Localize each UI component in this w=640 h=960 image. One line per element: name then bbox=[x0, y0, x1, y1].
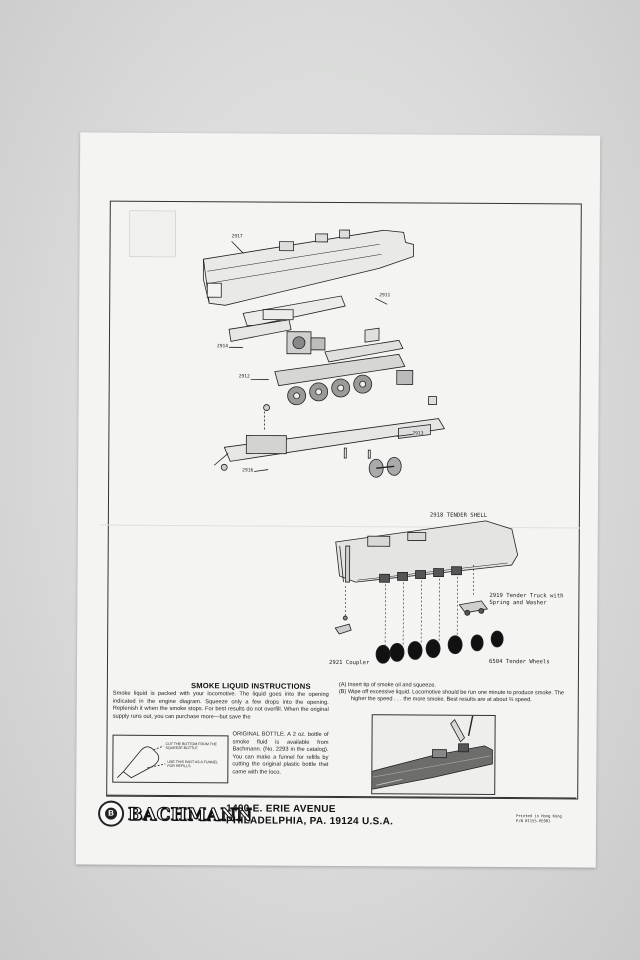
smoke-instructions-title: SMOKE LIQUID INSTRUCTIONS bbox=[190, 681, 311, 691]
callout-use-text: USE THIS PART AS A FUNNEL FOR REFILLS bbox=[167, 759, 218, 769]
locomotive-fill-illustration bbox=[371, 715, 493, 790]
exploded-parts-diagram: 2917 2911 2914 2912 2913 2916 2918 TENDE… bbox=[129, 210, 564, 666]
bachmann-logo: B bbox=[98, 800, 125, 827]
part-number: P/N 81155-PE001 bbox=[516, 818, 551, 824]
squeeze-bottle-illustration bbox=[117, 745, 166, 779]
address-line-1: 1400 E. ERIE AVENUE bbox=[226, 803, 336, 815]
label-coupler: 2921 Coupler bbox=[329, 660, 370, 666]
smoke-fill-photo bbox=[371, 714, 496, 795]
address-line-2: PHILADELPHIA, PA. 19124 U.S.A. bbox=[226, 815, 394, 828]
svg-text:2913: 2913 bbox=[412, 430, 423, 436]
callout-cut-text: CUT THE BOTTOM FROM THE SQUEEZE BOTTLE bbox=[165, 741, 217, 751]
smoke-instructions-body: Smoke liquid is packed with your locomot… bbox=[112, 690, 329, 720]
label-tender-shell: 2918 TENDER SHELL bbox=[430, 513, 488, 519]
label-tender-truck-1: 2919 Tender Truck with bbox=[489, 593, 563, 599]
svg-text:2911: 2911 bbox=[379, 292, 390, 298]
step-b: (B) Wipe off excessive liquid. Locomotiv… bbox=[338, 689, 565, 704]
svg-text:2912: 2912 bbox=[239, 373, 250, 379]
svg-text:2916: 2916 bbox=[242, 467, 253, 473]
instruction-sheet: 2917 2911 2914 2912 2913 2916 2918 TENDE… bbox=[75, 132, 601, 868]
company-address: 1400 E. ERIE AVENUE PHILADELPHIA, PA. 19… bbox=[226, 803, 393, 828]
funnel-illustration-box: CUT THE BOTTOM FROM THE SQUEEZE BOTTLE U… bbox=[112, 734, 229, 784]
label-tender-wheels: 6504 Tender Wheels bbox=[489, 659, 550, 665]
logo-emblem: B bbox=[105, 807, 118, 820]
print-info: Printed in Hong Kong P/N 81155-PE001 bbox=[516, 813, 576, 823]
smoke-instructions-continued: ORIGINAL BOTTLE. A 2 oz. bottle of smoke… bbox=[232, 731, 329, 776]
label-tender-truck-2: Spring and Washer bbox=[489, 600, 547, 606]
part-callouts: 2917 2911 2914 2912 2913 2916 bbox=[217, 233, 424, 473]
smoke-steps: (A) Insert tip of smoke oil and squeeze.… bbox=[339, 682, 569, 704]
svg-text:2917: 2917 bbox=[232, 233, 243, 239]
svg-text:2914: 2914 bbox=[217, 343, 228, 349]
